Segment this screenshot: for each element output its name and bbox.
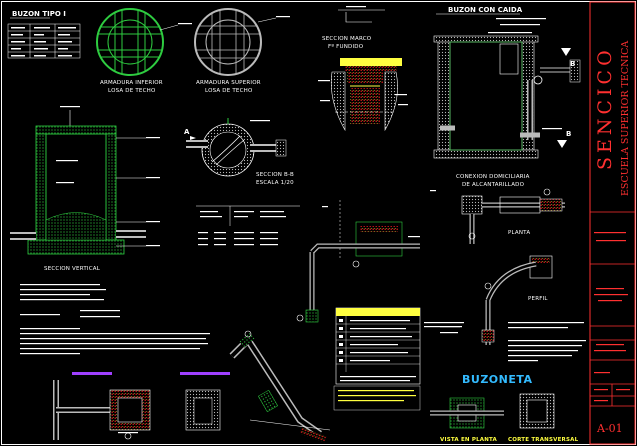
marker-b-top: B bbox=[570, 60, 575, 68]
conexion-domiciliaria: CONEXION DOMICILIARIA DE ALCANTARILLADO … bbox=[430, 174, 565, 345]
buzon-tipo-title: BUZON TIPO I bbox=[12, 10, 66, 18]
armadura-superior-plan: ARMADURA SUPERIOR LOSA DE TECHO bbox=[194, 8, 290, 94]
spec-notes-center bbox=[196, 205, 300, 246]
seccion-marco-label: SECCION MARCO bbox=[322, 36, 372, 42]
buzoneta: BUZONETA VISTA EN PLANTA CORTE TRANSVERS… bbox=[430, 373, 579, 443]
vista-planta-label: VISTA EN PLANTA bbox=[440, 437, 498, 443]
title-school: ESCUELA SUPERIOR TECNICA bbox=[620, 41, 631, 196]
pipe-detail-center bbox=[296, 200, 420, 323]
planta-label: PLANTA bbox=[508, 230, 530, 236]
buzon-tipo-i-block: BUZON TIPO I bbox=[7, 10, 81, 59]
alcantarillado-label: DE ALCANTARILLADO bbox=[462, 182, 525, 188]
marker-b-bottom: B bbox=[566, 130, 571, 138]
losa-techo-label-1: LOSA DE TECHO bbox=[108, 88, 156, 94]
right-notes bbox=[424, 322, 586, 362]
buzon-con-caida: BUZON CON CAIDA B B bbox=[433, 6, 581, 159]
armadura-inferior-label: ARMADURA INFERIOR bbox=[100, 80, 163, 86]
seccion-bb-label: SECCION B-B bbox=[256, 172, 294, 178]
title-block: SENCICO ESCUELA SUPERIOR TECNICA A-01 bbox=[589, 1, 636, 445]
buzoneta-title: BUZONETA bbox=[462, 373, 533, 386]
escala-label: ESCALA 1/20 bbox=[256, 180, 294, 186]
corte-transversal-label: CORTE TRANSVERSAL bbox=[508, 437, 579, 443]
conexion-label: CONEXION DOMICILIARIA bbox=[456, 174, 530, 180]
legend-table bbox=[333, 307, 421, 411]
perfil-label: PERFIL bbox=[528, 296, 548, 302]
buzon-tipo-table bbox=[7, 23, 81, 59]
bottom-left-detail bbox=[53, 372, 230, 440]
buzon-con-caida-title: BUZON CON CAIDA bbox=[448, 6, 523, 14]
seccion-vertical: SECCION VERTICAL bbox=[10, 106, 160, 272]
seccion-marco: SECCION MARCO Fº FUNDIDO bbox=[318, 6, 408, 132]
armadura-superior-label: ARMADURA SUPERIOR bbox=[196, 80, 261, 86]
title-brand: SENCICO bbox=[594, 46, 616, 170]
fierro-fundido-label: Fº FUNDIDO bbox=[328, 43, 364, 50]
losa-techo-label-2: LOSA DE TECHO bbox=[205, 88, 253, 94]
marker-a: A bbox=[184, 128, 190, 136]
general-notes bbox=[20, 284, 210, 355]
seccion-vertical-label: SECCION VERTICAL bbox=[44, 266, 101, 272]
seccion-b-b: A SECCION B-B ESCALA 1/20 bbox=[184, 118, 294, 186]
armadura-inferior-plan: ARMADURA INFERIOR LOSA DE TECHO bbox=[96, 8, 192, 94]
sheet-number: A-01 bbox=[596, 422, 623, 435]
diagonal-pipe-detail bbox=[229, 330, 331, 443]
